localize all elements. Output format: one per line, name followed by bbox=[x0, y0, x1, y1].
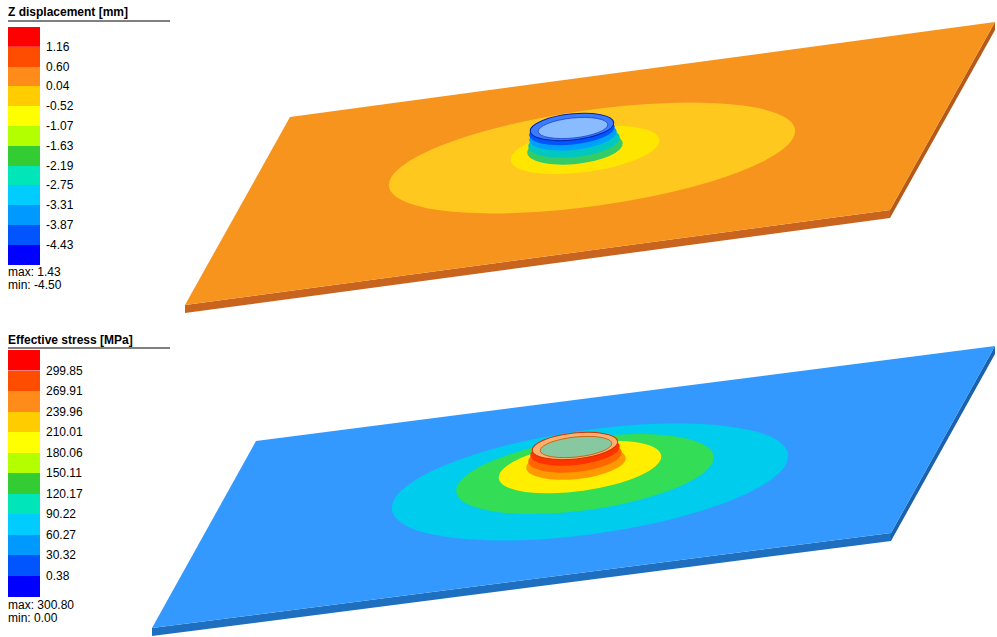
legend-value: -1.07 bbox=[46, 119, 73, 133]
legend-value: -2.19 bbox=[46, 159, 73, 173]
legend-value: 180.06 bbox=[46, 446, 83, 460]
legend-value: 239.96 bbox=[46, 405, 83, 419]
legend-swatch bbox=[8, 205, 40, 225]
legend-swatch bbox=[8, 67, 40, 87]
legend-value: -0.52 bbox=[46, 99, 73, 113]
legend-swatch bbox=[8, 535, 40, 556]
legend-swatch bbox=[8, 453, 40, 474]
legend-value: 1.16 bbox=[46, 40, 69, 54]
legend-value: -1.63 bbox=[46, 139, 73, 153]
legend-swatch bbox=[8, 47, 40, 67]
legend-value: -3.87 bbox=[46, 218, 73, 232]
max-value: max: 300.80 bbox=[8, 598, 74, 612]
legend-swatch bbox=[8, 371, 40, 392]
legend-swatch bbox=[8, 86, 40, 106]
legend-swatch bbox=[8, 146, 40, 166]
min-value: min: 0.00 bbox=[8, 611, 57, 625]
title-underline bbox=[8, 21, 170, 22]
legend-value: 150.11 bbox=[46, 466, 82, 480]
title-underline bbox=[8, 348, 170, 349]
legend-value: 0.04 bbox=[46, 79, 69, 93]
legend-top-swatch bbox=[8, 27, 40, 47]
stress-plate bbox=[152, 346, 995, 636]
legend-value: -4.43 bbox=[46, 238, 73, 252]
legend-value: 299.85 bbox=[46, 364, 83, 378]
legend-value: 0.60 bbox=[46, 60, 69, 74]
legend-swatch bbox=[8, 245, 40, 265]
legend-swatch bbox=[8, 555, 40, 576]
legend-value: 120.17 bbox=[46, 487, 83, 501]
legend-swatch bbox=[8, 106, 40, 126]
legend-value: 90.22 bbox=[46, 507, 76, 521]
legend-title: Effective stress [MPa] bbox=[8, 333, 133, 347]
legend-swatch bbox=[8, 391, 40, 412]
legend-swatch bbox=[8, 185, 40, 205]
legend-swatch bbox=[8, 576, 40, 597]
legend-value: -2.75 bbox=[46, 178, 73, 192]
legend-swatch bbox=[8, 432, 40, 453]
legend-value: 210.01 bbox=[46, 425, 83, 439]
legend-value: -3.31 bbox=[46, 198, 73, 212]
legend-value: 269.91 bbox=[46, 384, 83, 398]
legend-top-swatch bbox=[8, 350, 40, 371]
legend-title: Z displacement [mm] bbox=[8, 5, 128, 19]
legend-swatch bbox=[8, 412, 40, 433]
legend-value: 0.38 bbox=[46, 569, 69, 583]
legend-swatch bbox=[8, 514, 40, 535]
legend-value: 60.27 bbox=[46, 528, 76, 542]
legend-swatch bbox=[8, 126, 40, 146]
legend-swatch bbox=[8, 166, 40, 186]
min-value: min: -4.50 bbox=[8, 278, 61, 292]
legend-swatch bbox=[8, 225, 40, 245]
legend-swatch bbox=[8, 473, 40, 494]
displacement-plate bbox=[185, 22, 995, 313]
max-value: max: 1.43 bbox=[8, 265, 61, 279]
legend-value: 30.32 bbox=[46, 548, 76, 562]
legend-swatch bbox=[8, 494, 40, 515]
